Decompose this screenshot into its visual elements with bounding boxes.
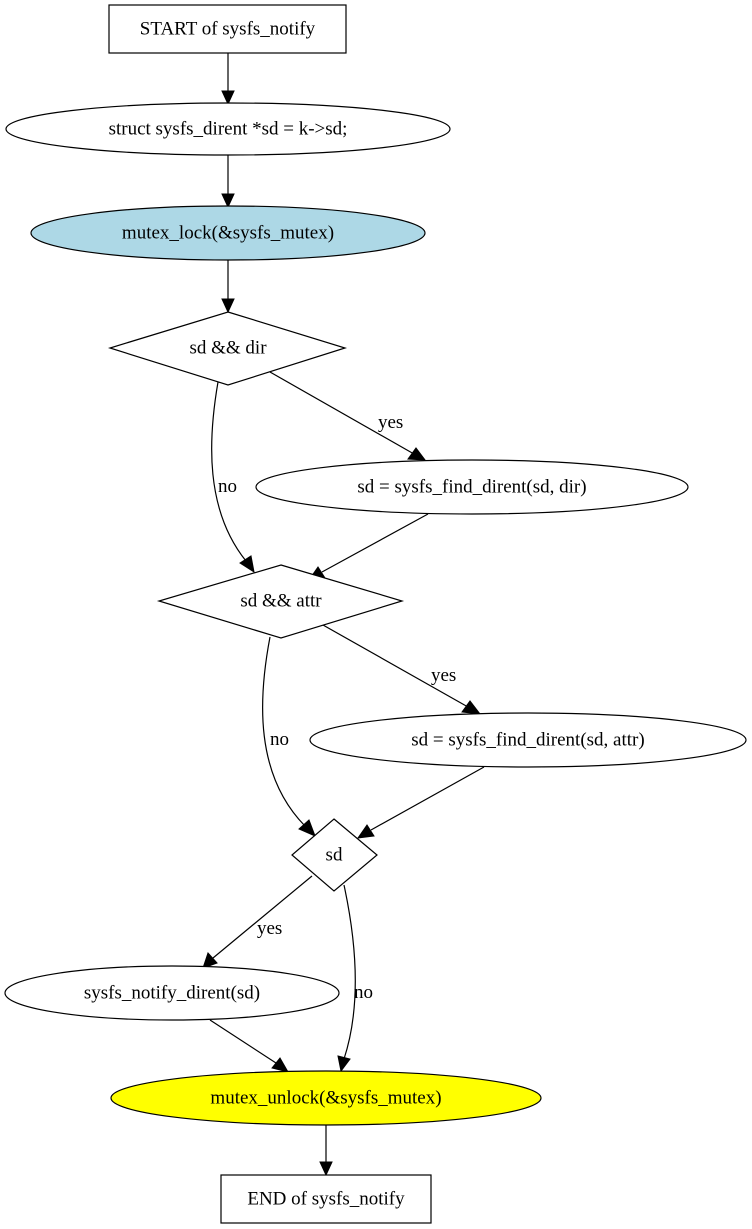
edge-assign-sd-to-mutex-lock — [221, 155, 235, 209]
edge-cond-sd-attr-to-find-attr: yes — [322, 624, 482, 715]
node-mutex-lock-label: mutex_lock(&sysfs_mutex) — [122, 223, 334, 244]
node-cond-sd-attr-label: sd && attr — [240, 591, 322, 612]
node-find-attr: sd = sysfs_find_dirent(sd, attr) — [309, 712, 747, 768]
node-mutex-lock: mutex_lock(&sysfs_mutex) — [30, 205, 426, 261]
node-cond-sd: sd — [291, 818, 378, 892]
edge-label-yes-sd: yes — [257, 918, 282, 939]
edge-cond-sd-dir-to-find-dir: yes — [269, 371, 427, 461]
node-notify-dirent: sysfs_notify_dirent(sd) — [4, 965, 340, 1021]
node-end: END of sysfs_notify — [220, 1174, 432, 1224]
edge-cond-sd-attr-to-cond-sd: no — [262, 636, 316, 837]
edge-find-dir-to-cond-sd-attr — [307, 513, 429, 581]
edge-mutex-unlock-to-end — [319, 1125, 333, 1177]
edge-label-yes-attr: yes — [431, 665, 456, 686]
node-notify-dirent-label: sysfs_notify_dirent(sd) — [84, 983, 260, 1004]
node-find-attr-label: sd = sysfs_find_dirent(sd, attr) — [411, 730, 644, 751]
node-assign-sd: struct sysfs_dirent *sd = k->sd; — [5, 102, 451, 156]
edge-label-no-sd: no — [354, 982, 373, 1003]
edge-find-attr-to-cond-sd — [356, 766, 485, 839]
node-start-label: START of sysfs_notify — [140, 19, 316, 40]
node-mutex-unlock: mutex_unlock(&sysfs_mutex) — [110, 1070, 542, 1126]
edge-cond-sd-dir-to-cond-sd-attr: no — [211, 381, 255, 574]
edge-label-yes-dir: yes — [378, 412, 403, 433]
edge-mutex-lock-to-cond-sd-dir — [221, 260, 235, 314]
edge-label-no-attr: no — [270, 729, 289, 750]
edge-cond-sd-to-mutex-unlock: no — [337, 884, 373, 1073]
node-mutex-unlock-label: mutex_unlock(&sysfs_mutex) — [210, 1088, 441, 1109]
node-find-dir-label: sd = sysfs_find_dirent(sd, dir) — [357, 477, 586, 498]
edge-notify-dirent-to-mutex-unlock — [209, 1019, 290, 1073]
node-cond-sd-label: sd — [326, 845, 343, 866]
node-cond-sd-attr: sd && attr — [156, 564, 405, 639]
node-start: START of sysfs_notify — [108, 4, 347, 54]
edge-label-no-dir: no — [218, 476, 237, 497]
node-find-dir: sd = sysfs_find_dirent(sd, dir) — [255, 459, 689, 515]
edge-cond-sd-to-notify-dirent: yes — [202, 875, 313, 969]
node-cond-sd-dir-label: sd && dir — [189, 338, 267, 359]
node-assign-sd-label: struct sysfs_dirent *sd = k->sd; — [109, 119, 348, 140]
edge-start-to-assign-sd — [221, 53, 235, 106]
node-end-label: END of sysfs_notify — [247, 1189, 405, 1210]
node-cond-sd-dir: sd && dir — [107, 311, 348, 386]
